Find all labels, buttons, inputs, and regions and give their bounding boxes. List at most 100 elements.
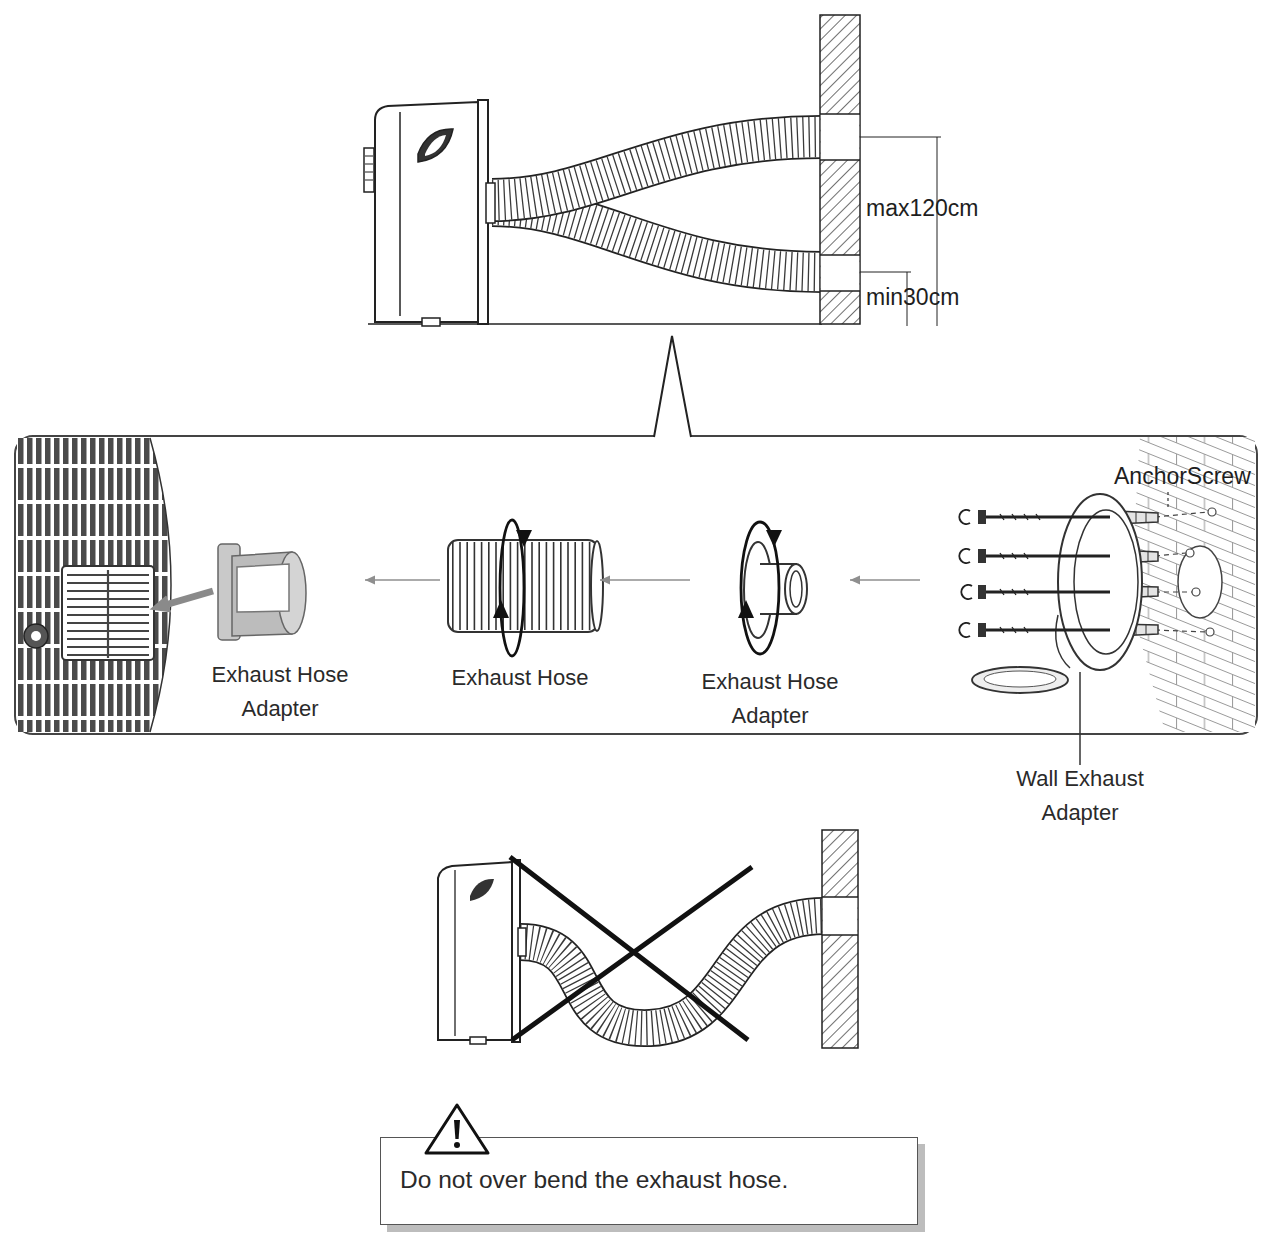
- exhaust-hose-overbent: [520, 916, 824, 1028]
- anchor-screws: [959, 510, 1110, 637]
- leader-lines: [1080, 492, 1168, 765]
- air-conditioner-unit: [364, 100, 495, 326]
- part-caption-box: Wall Exhaust Adapter: [920, 480, 1240, 830]
- detail-panel: [15, 436, 1257, 734]
- air-conditioner-unit: [365, 156, 373, 180]
- exhaust-hose-part: [500, 520, 524, 656]
- air-conditioner-unit: [425, 135, 446, 156]
- exhaust-hose-overbent: [520, 916, 824, 1028]
- exhaust-hose-part: [448, 520, 603, 656]
- part-name: Wall Exhaust Adapter: [995, 762, 1165, 830]
- detail-panel: [15, 336, 1257, 734]
- air-conditioner-unit: [422, 318, 440, 326]
- wall-section-small: [822, 830, 858, 1048]
- air-conditioner-unit-small: [518, 928, 526, 956]
- anchor-screws: [978, 623, 986, 637]
- wall-section: [820, 255, 860, 291]
- wall-section-small: [823, 897, 857, 935]
- anchor-screws: [986, 517, 1110, 630]
- wall-exhaust-adapter-part: [1155, 512, 1208, 632]
- exhaust-hose-curved: [492, 137, 822, 200]
- cross-mark: [510, 857, 752, 1040]
- wall-exhaust-adapter-part: [1056, 615, 1070, 668]
- wall-exhaust-adapter-part: [972, 494, 1222, 693]
- unit-hose-adapter: [237, 564, 289, 612]
- wall-exhaust-adapter-part: [984, 671, 1056, 687]
- unit-back-grille: [24, 624, 48, 648]
- air-conditioner-unit-small: [470, 1037, 486, 1044]
- hose-adapter-part: [738, 600, 754, 618]
- warning-icon: [426, 1105, 488, 1153]
- anchor-screws: [1000, 514, 1040, 633]
- unit-back-grille: [17, 438, 197, 734]
- wall-section: [821, 114, 859, 160]
- insert-arrow: [165, 591, 213, 605]
- exhaust-hose-curved: [492, 137, 822, 200]
- wall-exhaust-adapter-part: [1186, 549, 1194, 557]
- part-caption-box: Exhaust Hose Adapter: [195, 530, 365, 725]
- wall-section: [821, 255, 859, 291]
- unit-back-grille: [31, 631, 41, 641]
- insert-arrow: [165, 591, 213, 605]
- air-conditioner-unit-small: [438, 862, 512, 1040]
- wall-section-small: [822, 897, 858, 935]
- unit-hose-adapter: [218, 544, 306, 640]
- hose-adapter-part: [766, 530, 782, 547]
- detail-panel: [654, 336, 691, 437]
- warning-icon: [454, 1142, 460, 1148]
- wall-section-small: [822, 830, 858, 1048]
- exhaust-hose-overbent: [520, 916, 824, 1028]
- wall-section: [820, 15, 860, 324]
- warning-text: Do not over bend the exhaust hose.: [400, 1165, 900, 1195]
- part-caption-box: Exhaust Hose Adapter: [690, 530, 850, 725]
- air-conditioner-unit: [375, 102, 478, 322]
- wall-exhaust-adapter-part: [972, 667, 1068, 693]
- grille-edge: [150, 438, 171, 732]
- dimension-label: max120cm: [866, 195, 978, 222]
- part-name: Exhaust Hose: [440, 661, 600, 695]
- unit-back-grille: [62, 566, 154, 660]
- assembly-arrow: [850, 579, 920, 581]
- exhaust-hose-part: [493, 600, 509, 618]
- exhaust-hose-curved: [492, 137, 822, 200]
- connector-layer: [365, 580, 920, 581]
- cross-mark: [510, 857, 752, 1040]
- anchor-screws: [978, 549, 986, 563]
- air-conditioner-unit: [399, 112, 401, 316]
- hose-adapter-part: [790, 571, 802, 607]
- air-conditioner-unit-small: [454, 870, 455, 1036]
- wall-exhaust-adapter-part: [1208, 508, 1216, 516]
- wall-exhaust-adapter-part: [1074, 510, 1138, 654]
- warning-note-box: Do not over bend the exhaust hose.: [380, 1137, 918, 1225]
- unit-back-grille: [67, 570, 149, 658]
- warning-icon: [454, 1120, 460, 1139]
- exhaust-hose-part: [516, 530, 532, 547]
- wall-exhaust-adapter-part: [1206, 628, 1214, 636]
- part-caption-box: Exhaust Hose: [440, 530, 600, 725]
- air-conditioner-unit: [486, 183, 495, 223]
- detail-panel: [654, 336, 691, 439]
- anchor-screws: [978, 585, 986, 599]
- exhaust-hose-curved: [492, 137, 822, 272]
- wall-exhaust-adapter-part: [1058, 494, 1142, 670]
- wall-section: [820, 15, 860, 324]
- air-conditioner-unit-small: [438, 860, 526, 1044]
- warning-icon: [426, 1105, 488, 1153]
- air-conditioner-unit: [364, 148, 374, 192]
- dimension-label: min30cm: [866, 284, 959, 311]
- exhaust-hose-part: [591, 541, 603, 631]
- assembly-arrow: [365, 579, 440, 581]
- hose-adapter-part: [738, 522, 807, 654]
- hose-adapter-part: [785, 564, 807, 614]
- unit-back-grille: [17, 438, 197, 734]
- exhaust-hose-overbent: [520, 916, 824, 1028]
- anchor-screws: [959, 510, 972, 637]
- air-conditioner-unit: [418, 129, 453, 162]
- part-name: Exhaust Hose Adapter: [690, 665, 850, 733]
- assembly-arrow: [600, 579, 690, 581]
